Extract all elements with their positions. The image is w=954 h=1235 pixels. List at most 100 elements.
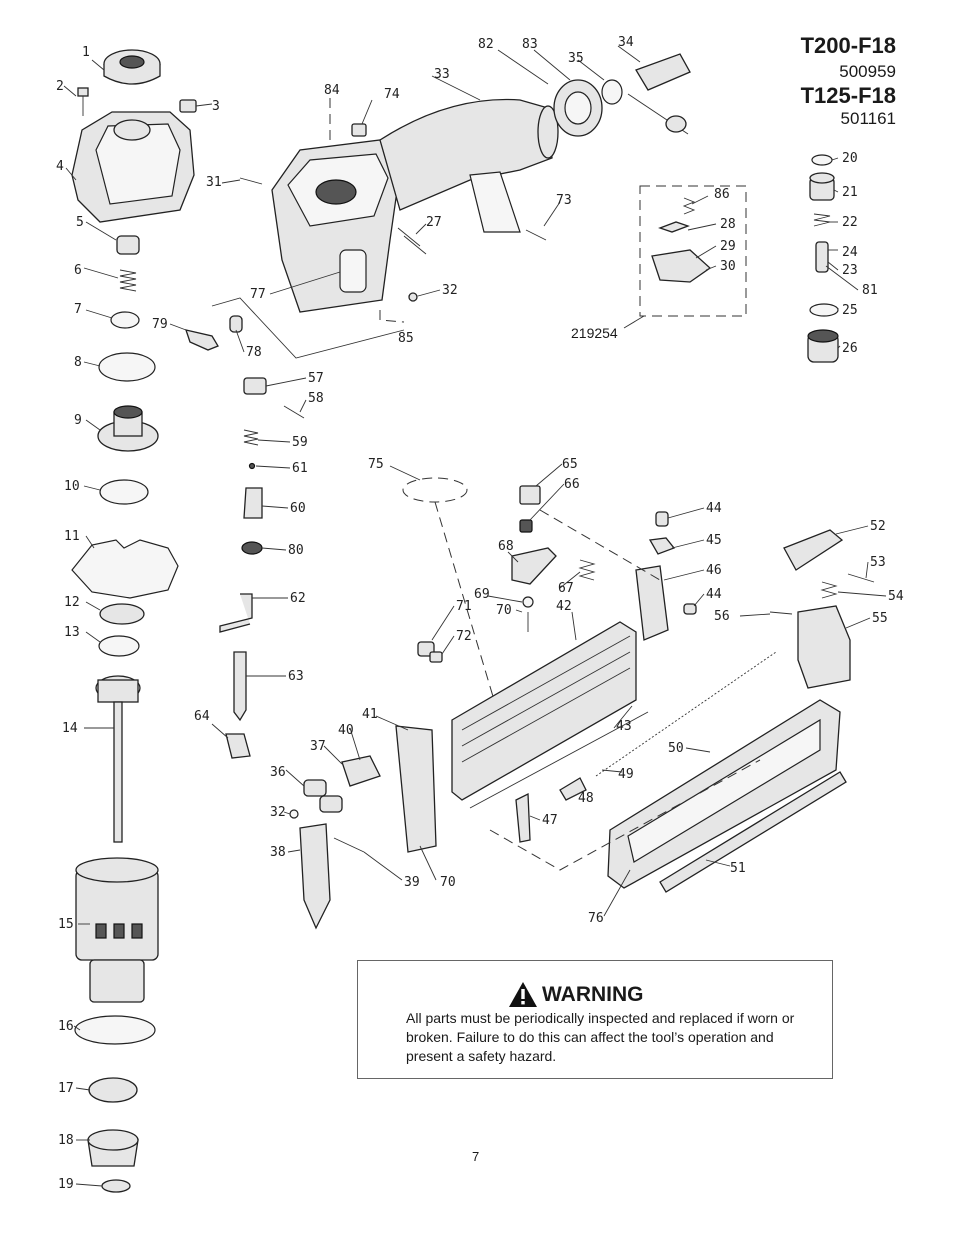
valve-stack-parts [807,154,839,363]
warning-heading: WARNING [508,981,644,1008]
housing-parts [185,53,691,351]
callout: 30 [720,259,736,274]
leader-lines [63,45,887,1187]
callout: 37 [310,739,326,754]
callout: 18 [58,1133,74,1148]
callout: 48 [578,791,594,806]
callout: 20 [842,151,858,166]
callout: 39 [404,875,420,890]
callout: 81 [862,283,878,298]
callout: 28 [720,217,736,232]
callout: 33 [434,67,450,82]
callout: 75 [368,457,384,472]
callout: 63 [288,669,304,684]
callout: 44 [706,587,722,602]
callout: 31 [206,175,222,190]
model-title-2: T125-F18 [800,83,896,108]
callout: 40 [338,723,354,738]
callout: 1 [82,45,90,60]
callout: 72 [456,629,472,644]
callout: 26 [842,341,858,356]
callout: 12 [64,595,80,610]
callout: 64 [194,709,210,724]
callout: 70 [496,603,512,618]
callout: 55 [872,611,888,626]
callout: 86 [714,187,730,202]
callout: 51 [730,861,746,876]
callout: 80 [288,543,304,558]
callout: 52 [870,519,886,534]
callout: 84 [324,83,340,98]
callout: 32 [270,805,286,820]
callout: 14 [62,721,78,736]
callout: 82 [478,37,494,52]
callout: 4 [56,159,64,174]
callout: 71 [456,599,472,614]
callout: 9 [74,413,82,428]
callout: 69 [474,587,490,602]
callout: 35 [568,51,584,66]
callout: 70 [440,875,456,890]
callout: 59 [292,435,308,450]
callout: 79 [152,317,168,332]
callout: 22 [842,215,858,230]
callout: 16 [58,1019,74,1034]
callout: 34 [618,35,634,50]
callout: 78 [246,345,262,360]
callout: 7 [74,302,82,317]
model-title-1: T200-F18 [800,33,896,58]
callout: 60 [290,501,306,516]
callout: 10 [64,479,80,494]
callout: 25 [842,303,858,318]
callout: 27 [426,215,442,230]
callout: 21 [842,185,858,200]
callout: 67 [558,581,574,596]
callout: 54 [888,589,904,604]
part-number-1: 500959 [839,62,896,81]
callout: 58 [308,391,324,406]
callout: 42 [556,599,572,614]
warning-text: All parts must be periodically inspected… [406,1010,795,1064]
callout: 32 [442,283,458,298]
trigger-kit-parts [639,185,747,317]
callout: 56 [714,609,730,624]
callout: 5 [76,215,84,230]
callout: 8 [74,355,82,370]
linkage-parts [219,377,305,759]
callout: 46 [706,563,722,578]
callout: 19 [58,1177,74,1192]
callout: 24 [842,245,858,260]
callout: 23 [842,263,858,278]
callout: 6 [74,263,82,278]
callout: 3 [212,99,220,114]
callout: 61 [292,461,308,476]
callout: 45 [706,533,722,548]
callout: 57 [308,371,324,386]
callout: 65 [562,457,578,472]
callout: 74 [384,87,400,102]
callout: 76 [588,911,604,926]
callout: 47 [542,813,558,828]
callout: 17 [58,1081,74,1096]
callout: 62 [290,591,306,606]
callout: 73 [556,193,572,208]
warning-heading-text: WARNING [542,982,644,1006]
callout: 29 [720,239,736,254]
callout: 15 [58,917,74,932]
callout: 77 [250,287,266,302]
part-number-2: 501161 [840,109,896,128]
callout: 85 [398,331,414,346]
callout-labels: 1 2 3 4 5 6 7 8 9 10 11 12 13 14 15 16 1… [56,35,904,1192]
callout: 44 [706,501,722,516]
callout: 38 [270,845,286,860]
magazine-parts [289,477,875,930]
callout: 68 [498,539,514,554]
cap-assembly-parts [71,49,197,1193]
callout: 83 [522,37,538,52]
callout: 2 [56,79,64,94]
callout: 11 [64,529,80,544]
callout: 43 [616,719,632,734]
callout: 41 [362,707,378,722]
warning-box: WARNING All parts must be periodically i… [357,960,833,1079]
